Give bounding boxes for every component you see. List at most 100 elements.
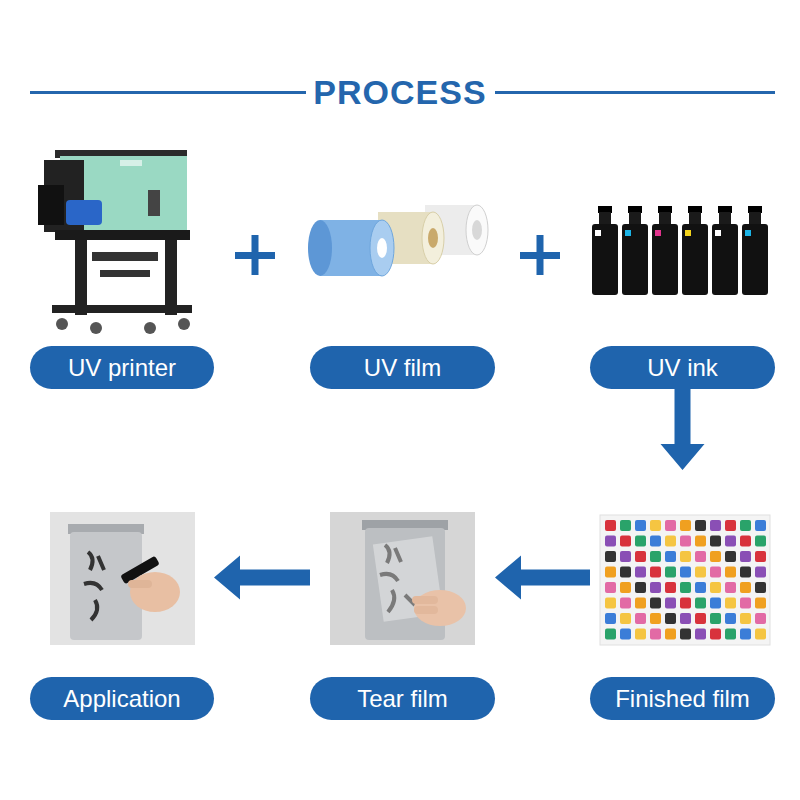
printed-sheet-picture: [695, 551, 706, 562]
film-roll-picture: [472, 220, 482, 240]
application-picture: [130, 572, 180, 612]
printed-sheet-picture: [620, 520, 631, 531]
step-label: UV printer: [68, 351, 176, 385]
printed-sheet-picture: [755, 520, 766, 531]
printed-sheet-picture: [755, 629, 766, 640]
flow-arrow: [495, 556, 590, 600]
printed-sheet-picture: [635, 551, 646, 562]
printed-sheet-picture: [695, 598, 706, 609]
printed-sheet-picture: [620, 536, 631, 547]
application-picture: [84, 552, 104, 620]
printed-sheet-picture: [740, 536, 751, 547]
process-step: Application: [30, 470, 214, 720]
printed-sheet-picture: [755, 536, 766, 547]
printed-sheet-picture: [620, 613, 631, 624]
diagram-title: PROCESS: [0, 70, 800, 114]
process-step: Tear film: [310, 470, 495, 720]
printed-sheet-picture: [635, 582, 646, 593]
printed-sheet-picture: [680, 582, 691, 593]
printed-sheet-picture: [620, 551, 631, 562]
flow-arrow: [661, 389, 705, 470]
printed-sheet-picture: [605, 536, 616, 547]
ink-bottle-picture: [659, 212, 671, 226]
printed-sheet-picture: [650, 551, 661, 562]
printed-sheet-picture: [605, 629, 616, 640]
printed-sheet-picture: [605, 598, 616, 609]
printed-sheet-picture: [665, 520, 676, 531]
printed-sheet-picture: [695, 613, 706, 624]
flow-arrow: [214, 556, 310, 600]
printed-sheet-picture: [650, 536, 661, 547]
printed-sheet-picture: [680, 629, 691, 640]
printer-picture: [148, 190, 160, 216]
process-step: UV film: [310, 345, 495, 389]
ink-bottle-picture: [592, 206, 768, 295]
ink-bottle-picture: [749, 212, 761, 226]
printed-sheet-picture: [620, 582, 631, 593]
step-label: Application: [63, 682, 180, 716]
printed-sheet-picture: [740, 598, 751, 609]
printed-sheet-picture: [755, 598, 766, 609]
printed-sheet-picture: [740, 520, 751, 531]
ink-bottle-picture: [745, 230, 751, 236]
printed-sheet-picture: [600, 515, 770, 645]
ink-bottle-picture: [719, 212, 731, 226]
title-rule: [30, 91, 306, 94]
printed-sheet-picture: [725, 551, 736, 562]
printed-sheet-picture: [725, 598, 736, 609]
printed-sheet-picture: [710, 520, 721, 531]
ink-bottle-picture: [592, 224, 618, 295]
printed-sheet-picture: [725, 520, 736, 531]
printed-sheet-picture: [725, 629, 736, 640]
printer-picture: [165, 240, 177, 315]
step-label: Finished film: [615, 682, 750, 716]
step-pill: Tear film: [310, 677, 495, 720]
tear-film-picture: [414, 590, 466, 626]
application-picture: [128, 580, 152, 588]
printed-sheet-picture: [605, 567, 616, 578]
plus-sign: [537, 235, 544, 275]
film-roll-picture: [308, 220, 332, 276]
printed-sheet-picture: [725, 567, 736, 578]
printed-sheet-picture: [620, 629, 631, 640]
printed-sheet-picture: [605, 582, 616, 593]
printer-picture: [120, 160, 142, 166]
printed-sheet-picture: [710, 551, 721, 562]
ink-bottle-picture: [625, 230, 631, 236]
tear-film-picture: [414, 606, 438, 614]
printed-sheet-picture: [680, 567, 691, 578]
printer-picture: [55, 230, 190, 240]
printed-sheet-picture: [635, 567, 646, 578]
printed-sheet-picture: [650, 582, 661, 593]
printed-sheet-picture: [650, 598, 661, 609]
printed-sheet-picture: [665, 629, 676, 640]
printed-sheet-picture: [650, 520, 661, 531]
printer-picture: [100, 270, 150, 277]
printed-sheet-picture: [755, 567, 766, 578]
ink-bottle-picture: [629, 212, 641, 226]
ink-bottle-picture: [748, 206, 762, 213]
printer-picture: [92, 252, 158, 261]
ink-bottle-picture: [742, 224, 768, 295]
printed-sheet-picture: [605, 551, 616, 562]
printed-sheet-picture: [710, 582, 721, 593]
tear-film-picture: [330, 512, 475, 645]
ink-bottle-picture: [628, 206, 642, 213]
step-label: UV film: [364, 351, 441, 385]
ink-bottle-picture: [682, 224, 708, 295]
printed-sheet-picture: [725, 582, 736, 593]
process-step: UV printer: [30, 345, 214, 389]
printed-sheet-picture: [695, 520, 706, 531]
printer-picture: [66, 200, 102, 225]
application-picture: [50, 512, 195, 645]
printer-picture: [38, 150, 192, 334]
printed-sheet-picture: [680, 520, 691, 531]
printed-sheet-picture: [740, 629, 751, 640]
printed-sheet-picture: [755, 551, 766, 562]
printer-picture: [144, 322, 156, 334]
printed-sheet-picture: [695, 582, 706, 593]
printed-sheet-picture: [605, 520, 616, 531]
tear-film-picture: [412, 596, 438, 604]
printed-sheet-picture: [680, 551, 691, 562]
